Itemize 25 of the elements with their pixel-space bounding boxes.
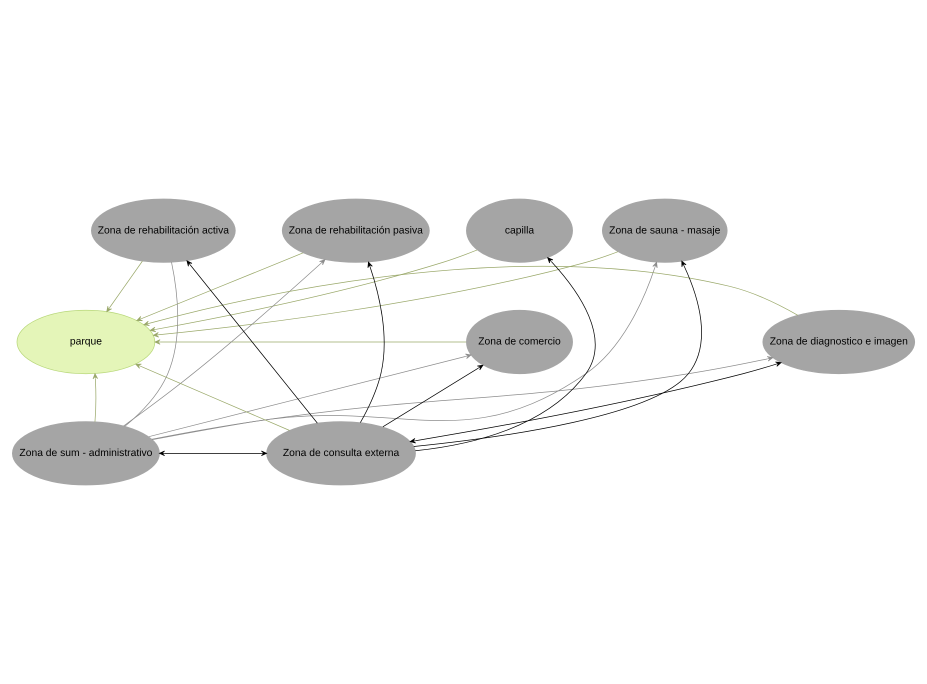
connector xyxy=(124,262,178,427)
node-ellipse: Zona de diagnostico e imagen xyxy=(762,310,916,374)
arrow xyxy=(135,364,290,431)
arrow xyxy=(123,259,326,426)
arrow xyxy=(152,356,774,440)
arrow xyxy=(136,252,304,322)
node-ellipse: Zona de sauna - masaje xyxy=(602,198,728,263)
arrow xyxy=(410,362,782,444)
arrow xyxy=(154,339,466,345)
arrow xyxy=(106,260,143,312)
arrow xyxy=(144,266,798,326)
node-ellipse: Zona de sum - administrativo xyxy=(12,421,160,486)
arrow xyxy=(415,257,596,452)
arrow xyxy=(152,262,658,440)
node-ellipse: Zona de rehabilitación pasiva xyxy=(282,198,430,263)
arrow xyxy=(153,251,618,338)
arrow xyxy=(382,364,484,428)
node-ellipse: Zona de rehabilitación activa xyxy=(91,198,236,263)
arrow xyxy=(186,260,318,424)
arrow xyxy=(148,354,472,438)
arrow xyxy=(159,450,267,456)
arrow xyxy=(413,260,702,447)
arrow xyxy=(150,250,478,332)
arrow xyxy=(360,262,385,423)
arrow xyxy=(92,373,98,422)
